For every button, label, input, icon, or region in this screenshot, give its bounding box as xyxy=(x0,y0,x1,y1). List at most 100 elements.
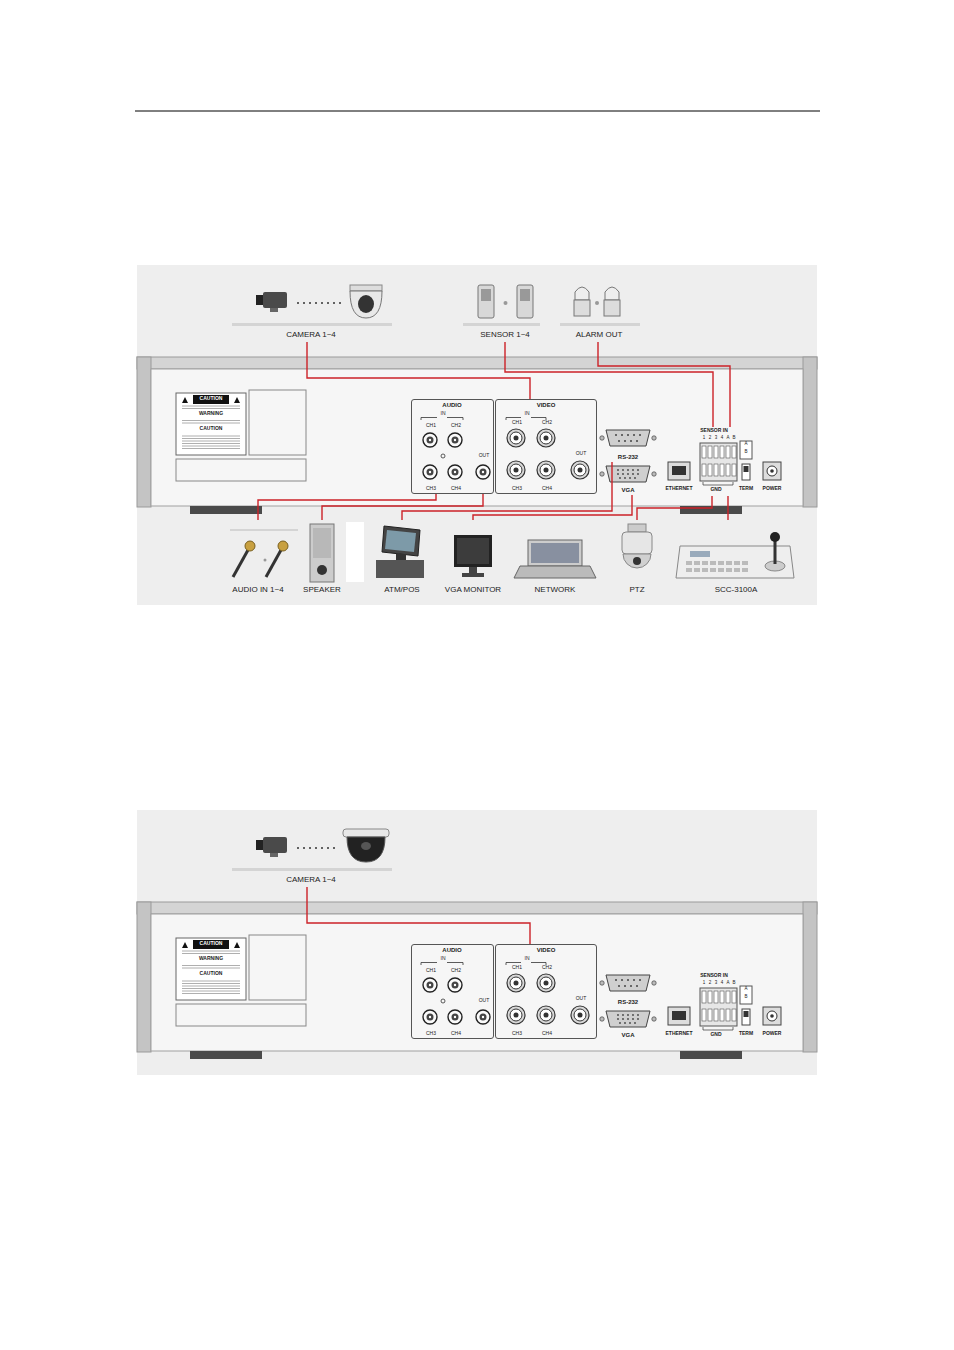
node-text: 3 xyxy=(715,436,718,441)
node-text: CH3 xyxy=(512,1031,522,1037)
monitor-icon xyxy=(469,567,477,573)
camera-icon xyxy=(347,837,385,862)
dvr-rear-panel xyxy=(137,357,817,514)
keyboard-controller-icon xyxy=(770,532,780,542)
node-text: OUT xyxy=(576,451,587,457)
microphone-icon xyxy=(266,550,281,577)
siren-icon xyxy=(604,300,620,316)
caution-label: CAUTIONWARNINGCAUTION xyxy=(176,938,246,1000)
pos-terminal-group: ATM/POS xyxy=(370,520,434,600)
monitor-icon xyxy=(454,535,492,577)
camera-icon xyxy=(309,302,311,304)
camera-icon xyxy=(350,285,382,291)
microphone-icon xyxy=(233,550,248,577)
camera-icon xyxy=(232,868,392,871)
keyboard-controller-icon xyxy=(702,568,708,572)
node-text: AUDIO IN 1~4 xyxy=(232,586,283,595)
pos-terminal-icon xyxy=(376,560,424,578)
keyboard-controller-icon xyxy=(710,561,716,565)
sensor-icon xyxy=(463,285,540,326)
node-text: SCC-3100A xyxy=(715,586,758,595)
signal-wire xyxy=(727,496,728,520)
laptop-icon xyxy=(528,540,582,566)
node-text: IN xyxy=(441,411,446,417)
node-text: VIDEO xyxy=(537,402,556,409)
node-text: 4 xyxy=(721,981,724,986)
speaker-icon xyxy=(313,528,331,558)
keyboard-controller-icon xyxy=(718,561,724,565)
port-label: TERM xyxy=(739,1031,753,1037)
camera-icon xyxy=(263,292,287,308)
pos-terminal-icon xyxy=(396,554,406,560)
ptz-camera-icon xyxy=(622,524,652,568)
node-text: VIDEO xyxy=(537,947,556,954)
camera-icon xyxy=(333,302,335,304)
keyboard-controller-icon xyxy=(734,568,740,572)
camera-icon xyxy=(321,847,323,849)
node-text: B xyxy=(732,436,735,441)
node-text: WARNING xyxy=(199,956,223,962)
sensor-terminal: SENSOR IN1234ABGND xyxy=(699,972,738,1041)
audio-panel: AUDIOINCH1CH2CH3CH4OUT xyxy=(411,399,494,494)
ptz-camera-icon xyxy=(622,532,652,554)
sensor-icon xyxy=(517,285,533,318)
sensor-icon xyxy=(481,289,491,301)
camera-icon xyxy=(297,302,299,304)
node-text: CAUTION xyxy=(200,941,223,947)
sensor-icon xyxy=(520,289,530,301)
camera-group: CAMERA 1~4 xyxy=(230,825,392,887)
node-text: VGA xyxy=(621,1032,634,1039)
laptop-icon xyxy=(514,566,596,578)
sensor-icon xyxy=(478,285,494,318)
keyboard-controller-icon xyxy=(686,568,692,572)
camera-icon xyxy=(303,302,305,304)
node-text: CH2 xyxy=(542,965,552,971)
pos-terminal-icon xyxy=(382,526,420,556)
keyboard-controller-icon xyxy=(726,561,732,565)
signal-wire xyxy=(258,494,436,520)
speaker-icon xyxy=(346,522,364,582)
signal-wire xyxy=(637,496,712,520)
audio-panel: AUDIOINCH1CH2CH3CH4OUT xyxy=(411,944,494,1039)
node-text: 1 xyxy=(703,436,706,441)
header-rule xyxy=(135,111,820,112)
laptop-icon xyxy=(514,540,596,578)
port-label: ETHERNET xyxy=(666,1031,693,1037)
node-text: 2 xyxy=(709,981,712,986)
node-text: CH2 xyxy=(451,968,461,974)
microphone-icon xyxy=(278,541,288,551)
siren-icon xyxy=(560,323,640,326)
caution-label: CAUTIONWARNINGCAUTION xyxy=(176,393,246,455)
node-text: CAMERA 1~4 xyxy=(286,876,336,885)
node-text: A xyxy=(726,436,729,441)
dvr-rear-panel xyxy=(137,902,817,1059)
microphone-icon xyxy=(264,559,267,562)
siren-icon xyxy=(595,301,599,305)
keyboard-controller-icon xyxy=(694,568,700,572)
node-text: CH2 xyxy=(542,420,552,426)
camera-icon xyxy=(358,295,374,313)
node-text: AUDIO xyxy=(442,947,461,954)
camera-icon xyxy=(263,837,287,853)
node-text: CAMERA 1~4 xyxy=(286,331,336,340)
keyboard-controller-icon xyxy=(726,568,732,572)
panel-ground xyxy=(137,265,817,605)
node-text: CH1 xyxy=(512,965,522,971)
camera-icon xyxy=(256,840,264,850)
keyboard-controller-icon xyxy=(702,561,708,565)
pos-terminal-icon xyxy=(376,526,424,578)
camera-icon xyxy=(297,302,341,304)
keyboard-controller-icon xyxy=(694,561,700,565)
camera-icon xyxy=(256,295,264,305)
camera-icon xyxy=(232,285,392,326)
camera-group: CAMERA 1~4 xyxy=(230,280,392,342)
node-text: IN xyxy=(525,956,530,962)
node-text: CH3 xyxy=(426,1031,436,1037)
siren-icon xyxy=(574,300,590,316)
port-label: A xyxy=(744,987,747,992)
camera-icon xyxy=(270,853,278,857)
signal-wire xyxy=(307,887,530,944)
